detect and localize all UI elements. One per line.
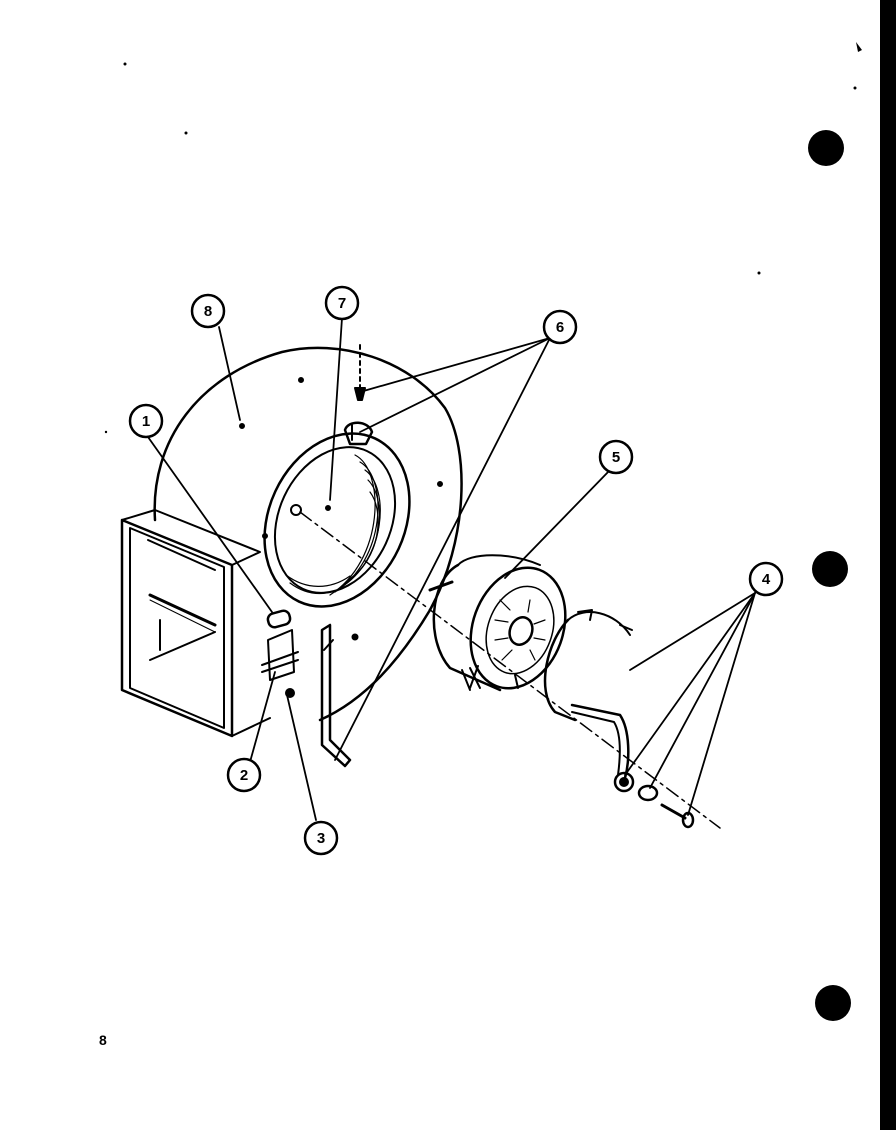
callout-7-label: 7 <box>338 295 346 312</box>
callout-4: 4 <box>748 561 784 597</box>
screws-part-6 <box>343 344 374 446</box>
callout-6: 6 <box>542 309 578 345</box>
punch-hole-middle <box>812 551 848 587</box>
scan-specks <box>104 42 862 434</box>
callout-5-label: 5 <box>612 449 620 466</box>
punch-hole-top <box>808 130 844 166</box>
callout-2-label: 2 <box>240 767 248 784</box>
motor-part-5 <box>428 554 567 692</box>
callout-1-label: 1 <box>142 413 150 430</box>
callout-5: 5 <box>598 439 634 475</box>
grommet-part-1 <box>266 609 292 629</box>
clip-part-2 <box>261 629 299 681</box>
callout-1: 1 <box>128 403 164 439</box>
callout-6-label: 6 <box>556 319 564 336</box>
callout-8: 8 <box>190 293 226 329</box>
blower-wheel <box>285 454 381 596</box>
callout-4-label: 4 <box>762 571 771 588</box>
callout-7: 7 <box>324 285 360 321</box>
leader-lines <box>147 317 756 821</box>
center-line <box>299 511 721 829</box>
motor-mount-part-4 <box>543 609 695 829</box>
page-number: 8 <box>99 1032 107 1048</box>
blower-housing <box>120 346 463 738</box>
callout-8-label: 8 <box>204 303 212 320</box>
callout-3-label: 3 <box>317 830 325 847</box>
callout-3: 3 <box>303 820 339 856</box>
mounting-bracket <box>320 623 352 768</box>
punch-hole-bottom <box>815 985 851 1021</box>
callout-2: 2 <box>226 757 262 793</box>
